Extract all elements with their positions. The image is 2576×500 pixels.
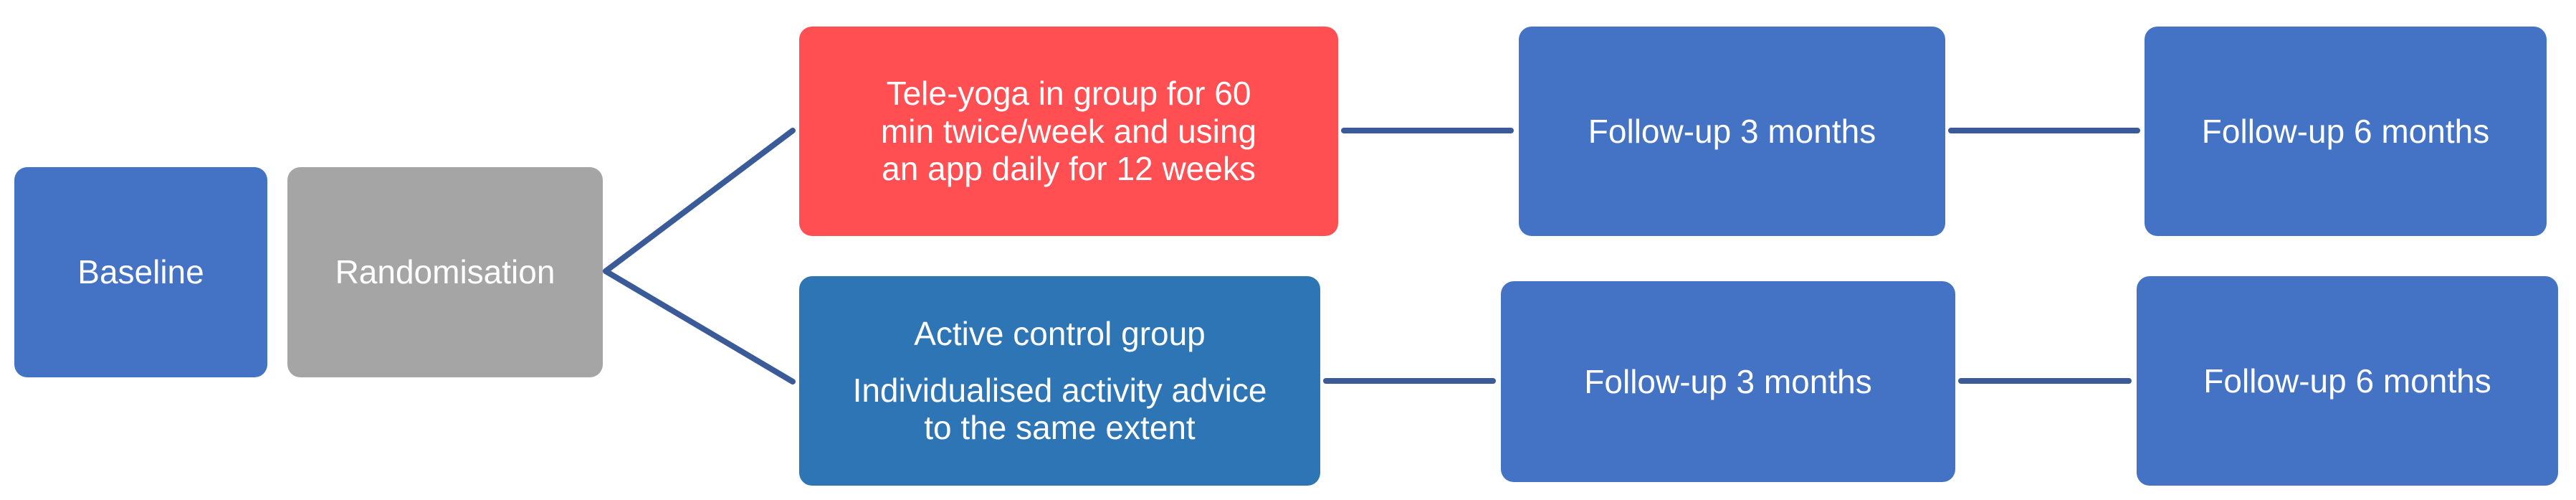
intervention-followup-3-label: Follow-up 3 months: [1588, 112, 1876, 150]
randomisation-box: Randomisation: [287, 167, 603, 377]
randomisation-label: Randomisation: [335, 253, 555, 291]
intervention-followup-6-label: Follow-up 6 months: [2201, 112, 2490, 150]
control-title: Active control group: [914, 314, 1206, 352]
control-followup-3-box: Follow-up 3 months: [1501, 281, 1955, 482]
intervention-line-3: an app daily for 12 weeks: [882, 150, 1256, 188]
connector-randomisation-to-intervention: [603, 128, 796, 274]
connector-randomisation-to-control: [603, 268, 796, 385]
control-line-2: to the same extent: [924, 409, 1196, 447]
control-box: Active control group Individualised acti…: [799, 276, 1320, 486]
baseline-label: Baseline: [77, 253, 204, 291]
intervention-followup-3-box: Follow-up 3 months: [1519, 27, 1945, 236]
intervention-followup-6-box: Follow-up 6 months: [2145, 27, 2547, 236]
baseline-box: Baseline: [14, 167, 267, 377]
control-followup-6-box: Follow-up 6 months: [2137, 276, 2558, 486]
control-line-1: Individualised activity advice: [852, 371, 1267, 409]
control-followup-6-label: Follow-up 6 months: [2203, 362, 2491, 400]
intervention-line-1: Tele-yoga in group for 60: [886, 74, 1251, 112]
intervention-box: Tele-yoga in group for 60 min twice/week…: [799, 27, 1338, 236]
intervention-line-2: min twice/week and using: [880, 112, 1257, 150]
control-followup-3-label: Follow-up 3 months: [1584, 362, 1872, 400]
